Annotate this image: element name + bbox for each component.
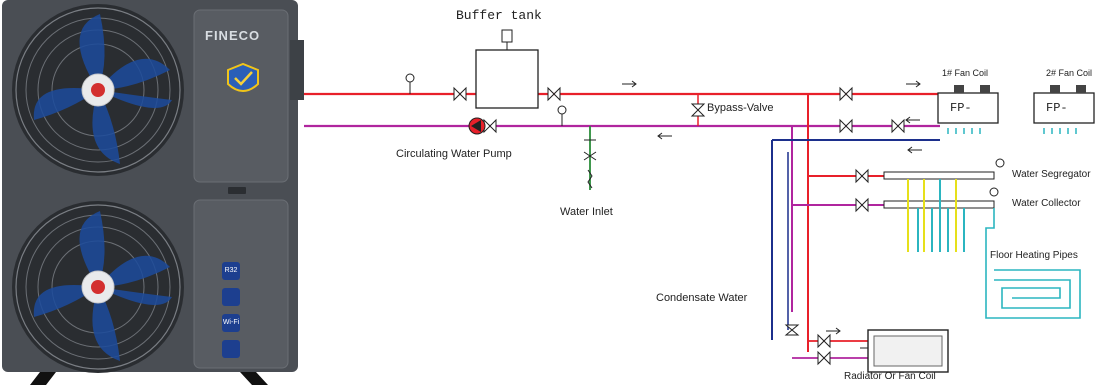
water-segregator-label: Water Segregator bbox=[1012, 169, 1091, 180]
gauge-icon bbox=[405, 73, 415, 83]
bypass-valve-label: Bypass-Valve bbox=[707, 102, 774, 114]
inverter-badge bbox=[222, 288, 240, 306]
radiator-label: Radiator Or Fan Coil bbox=[844, 371, 936, 382]
valve-icon bbox=[817, 350, 831, 366]
valve-icon bbox=[453, 86, 467, 102]
r32-badge: R32 bbox=[222, 262, 240, 280]
certification-badge bbox=[222, 340, 240, 358]
heat-pump-illustration bbox=[2, 0, 304, 385]
fan-coil-2-label: 2# Fan Coil bbox=[1046, 68, 1093, 78]
valve-icon bbox=[483, 118, 497, 134]
valve-icon bbox=[839, 86, 853, 102]
circulating-pump-label: Circulating Water Pump bbox=[396, 148, 512, 160]
floor-heating-pipes bbox=[985, 208, 1081, 319]
heat-pump-unit: FINECO R32 Wi-Fi bbox=[0, 0, 310, 385]
gauge-icon bbox=[557, 105, 567, 115]
valve-icon bbox=[891, 118, 905, 134]
valve-icon bbox=[855, 168, 869, 184]
radiator-or-fan-coil bbox=[860, 329, 949, 373]
valve-icon bbox=[817, 333, 831, 349]
fan-coil-2 bbox=[1033, 85, 1095, 134]
fan-coil-1-label: 1# Fan Coil bbox=[942, 68, 989, 78]
fan-coil-2-model: FP- bbox=[1046, 101, 1068, 115]
floor-heating-pipes-label: Floor Heating Pipes bbox=[990, 250, 1078, 261]
water-inlet-assembly bbox=[583, 126, 597, 190]
water-collector-label: Water Collector bbox=[1012, 198, 1081, 209]
piping-schematic bbox=[304, 29, 1095, 373]
valve-icon bbox=[839, 118, 853, 134]
valve-icon bbox=[547, 86, 561, 102]
fan-top bbox=[12, 4, 184, 176]
brand-logo: FINECO bbox=[205, 28, 261, 43]
buffer-tank-label: Buffer tank bbox=[456, 8, 542, 23]
bypass-valve-icon bbox=[690, 103, 706, 117]
fan-coil-1 bbox=[937, 85, 999, 134]
fan-coil-1-model: FP- bbox=[950, 101, 972, 115]
valve-icon bbox=[855, 197, 869, 213]
pump-icon bbox=[468, 117, 486, 135]
drain-valve-icon bbox=[784, 324, 800, 336]
wifi-badge: Wi-Fi bbox=[222, 314, 240, 332]
fan-bottom bbox=[12, 201, 184, 373]
water-inlet-label: Water Inlet bbox=[560, 206, 613, 218]
shield-icon bbox=[227, 62, 259, 92]
water-segregator bbox=[883, 171, 995, 180]
piping-diagram: Buffer tank Bypass-Valve Circulating Wat… bbox=[300, 0, 1111, 385]
buffer-tank bbox=[475, 29, 539, 109]
condensate-water-label: Condensate Water bbox=[656, 292, 748, 304]
